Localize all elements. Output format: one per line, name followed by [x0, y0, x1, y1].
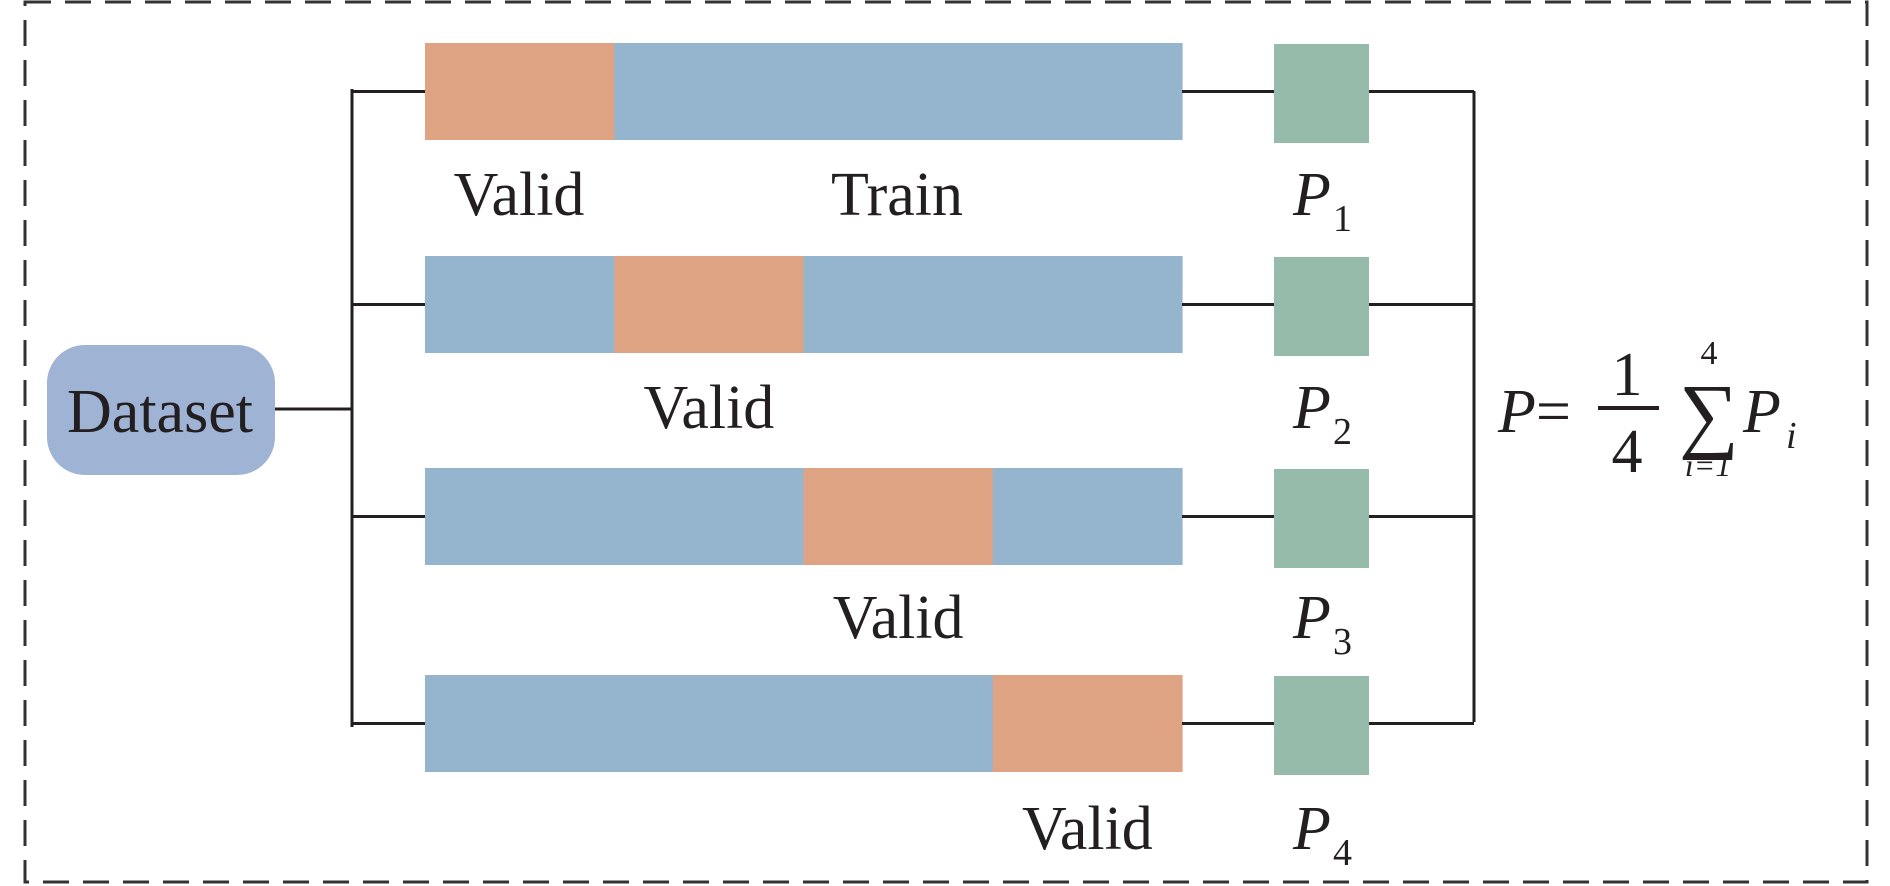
- result-subscript: 3: [1333, 621, 1352, 663]
- valid-label: Valid: [833, 584, 964, 652]
- valid-label: Valid: [454, 161, 585, 229]
- dataset-label: Dataset: [67, 378, 253, 446]
- valid-segment: [425, 43, 615, 140]
- sigma-lower: i=1: [1685, 447, 1731, 483]
- valid-label: Valid: [1022, 795, 1153, 863]
- result-symbol: P: [1292, 374, 1331, 442]
- train-segment: [992, 468, 1183, 565]
- formula-equals: =: [1536, 378, 1571, 446]
- formula-term-subscript: i: [1786, 415, 1797, 457]
- train-segment: [992, 256, 1183, 353]
- result-subscript: 4: [1333, 832, 1352, 874]
- train-segment: [614, 43, 805, 140]
- train-segment: [614, 675, 805, 772]
- average-formula: P = 1 4 4 ∑ i=1 P i: [1497, 335, 1797, 486]
- result-symbol: P: [1292, 584, 1331, 652]
- train-segment: [992, 43, 1183, 140]
- train-label: Train: [831, 161, 963, 229]
- formula-denominator: 4: [1612, 418, 1643, 486]
- valid-label: Valid: [643, 374, 774, 442]
- dashed-frame: [23, 0, 1869, 884]
- result-box: [1274, 257, 1369, 356]
- sigma-upper: 4: [1701, 335, 1718, 372]
- valid-segment: [803, 468, 994, 565]
- formula-lhs: P: [1497, 378, 1536, 446]
- result-symbol: P: [1292, 161, 1331, 229]
- train-segment: [425, 256, 615, 353]
- result-subscript: 2: [1333, 411, 1352, 453]
- result-box: [1274, 469, 1369, 568]
- train-segment: [614, 468, 805, 565]
- formula-numerator: 1: [1612, 341, 1643, 409]
- dataset-node: [47, 345, 275, 475]
- result-subscript: 1: [1333, 198, 1352, 240]
- train-segment: [425, 468, 615, 565]
- result-box: [1274, 676, 1369, 775]
- valid-segment: [614, 256, 805, 353]
- formula-term: P: [1742, 378, 1781, 446]
- train-segment: [425, 675, 615, 772]
- sigma-symbol: ∑: [1679, 368, 1739, 461]
- valid-segment: [992, 675, 1183, 772]
- train-segment: [803, 675, 994, 772]
- train-segment: [803, 256, 994, 353]
- result-symbol: P: [1292, 795, 1331, 863]
- result-box: [1274, 44, 1369, 143]
- train-segment: [803, 43, 994, 140]
